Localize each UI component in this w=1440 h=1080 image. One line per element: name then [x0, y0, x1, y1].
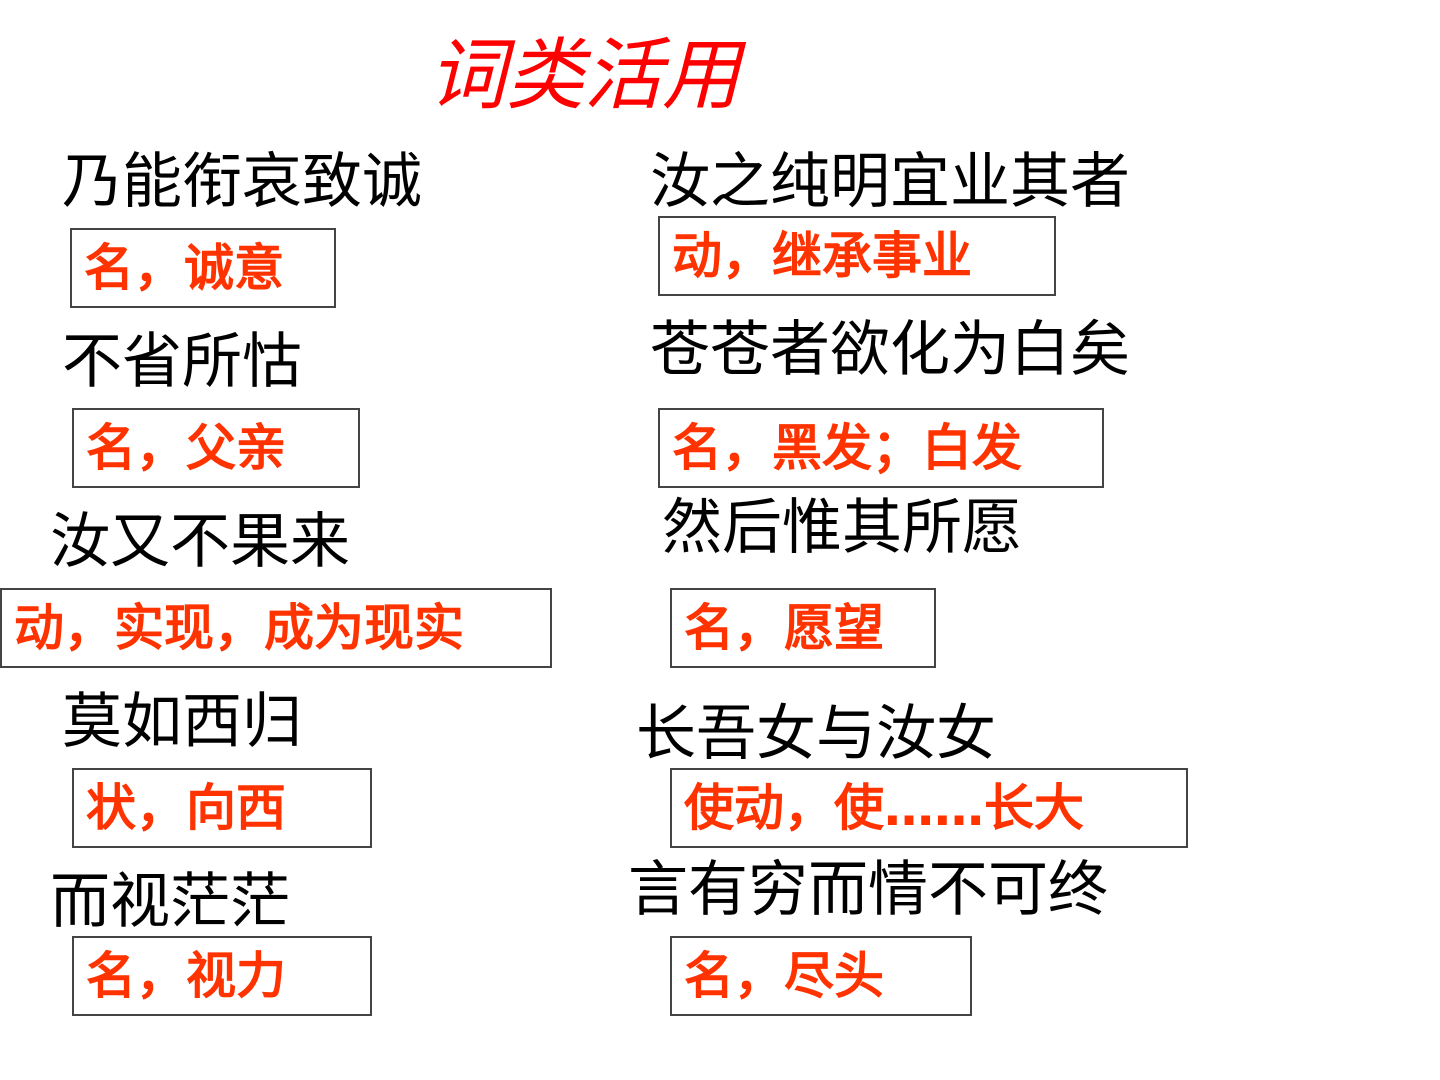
- answer-left-4: 状，向西: [86, 779, 286, 837]
- answer-box-left-5: 名，视力: [72, 936, 372, 1016]
- answer-box-right-1: 动，继承事业: [658, 216, 1056, 296]
- phrase-right-5: 言有穷而情不可终: [628, 855, 1108, 925]
- answer-right-5: 名，尽头: [684, 947, 884, 1005]
- answer-box-right-4: 使动，使……长大: [670, 768, 1188, 848]
- slide-title: 词类活用: [428, 31, 741, 121]
- phrase-right-1: 汝之纯明宜业其者: [650, 147, 1130, 217]
- answer-left-2: 名，父亲: [86, 419, 286, 477]
- answer-right-1: 动，继承事业: [672, 227, 972, 285]
- answer-left-1: 名，诚意: [84, 239, 284, 297]
- phrase-left-1: 乃能衔哀致诚: [62, 147, 422, 217]
- phrase-left-4: 莫如西归: [62, 687, 302, 757]
- answer-left-5: 名，视力: [86, 947, 286, 1005]
- phrase-right-3: 然后惟其所愿: [662, 493, 1022, 563]
- answer-right-3: 名，愿望: [684, 599, 884, 657]
- answer-box-left-1: 名，诚意: [70, 228, 336, 308]
- phrase-left-5: 而视茫茫: [50, 867, 290, 937]
- answer-box-left-2: 名，父亲: [72, 408, 360, 488]
- answer-box-right-5: 名，尽头: [670, 936, 972, 1016]
- answer-left-3: 动，实现，成为现实: [14, 599, 464, 657]
- answer-right-4: 使动，使……长大: [684, 779, 1084, 837]
- answer-box-left-3: 动，实现，成为现实: [0, 588, 552, 668]
- phrase-right-2: 苍苍者欲化为白矣: [650, 315, 1130, 385]
- phrase-left-2: 不省所怙: [62, 327, 302, 397]
- answer-box-left-4: 状，向西: [72, 768, 372, 848]
- phrase-left-3: 汝又不果来: [50, 507, 350, 577]
- answer-right-2: 名，黑发；白发: [672, 419, 1022, 477]
- answer-box-right-2: 名，黑发；白发: [658, 408, 1104, 488]
- phrase-right-4: 长吾女与汝女: [636, 699, 996, 769]
- answer-box-right-3: 名，愿望: [670, 588, 936, 668]
